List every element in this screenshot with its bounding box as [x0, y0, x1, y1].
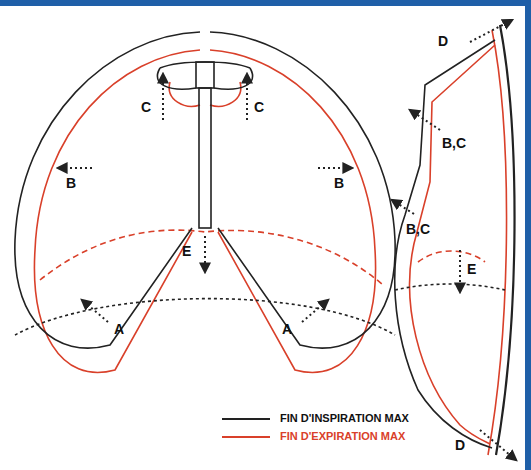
movement-label: A — [114, 322, 124, 336]
legend-line-sample — [222, 418, 270, 420]
movement-label: B,C — [406, 222, 430, 236]
legend-text: FIN D'INSPIRATION MAX — [280, 413, 409, 424]
movement-label: B,C — [442, 136, 466, 150]
movement-label: E — [467, 262, 476, 276]
movement-label: B — [66, 176, 76, 190]
legend-text: FIN D'EXPIRATION MAX — [280, 431, 405, 442]
movement-label: C — [254, 100, 264, 114]
legend-line-sample — [222, 436, 270, 438]
movement-label: D — [455, 438, 465, 452]
movement-label: A — [282, 322, 292, 336]
movement-label: C — [141, 100, 151, 114]
movement-label: E — [182, 244, 191, 258]
movement-label: B — [334, 176, 344, 190]
movement-label: D — [438, 34, 448, 48]
